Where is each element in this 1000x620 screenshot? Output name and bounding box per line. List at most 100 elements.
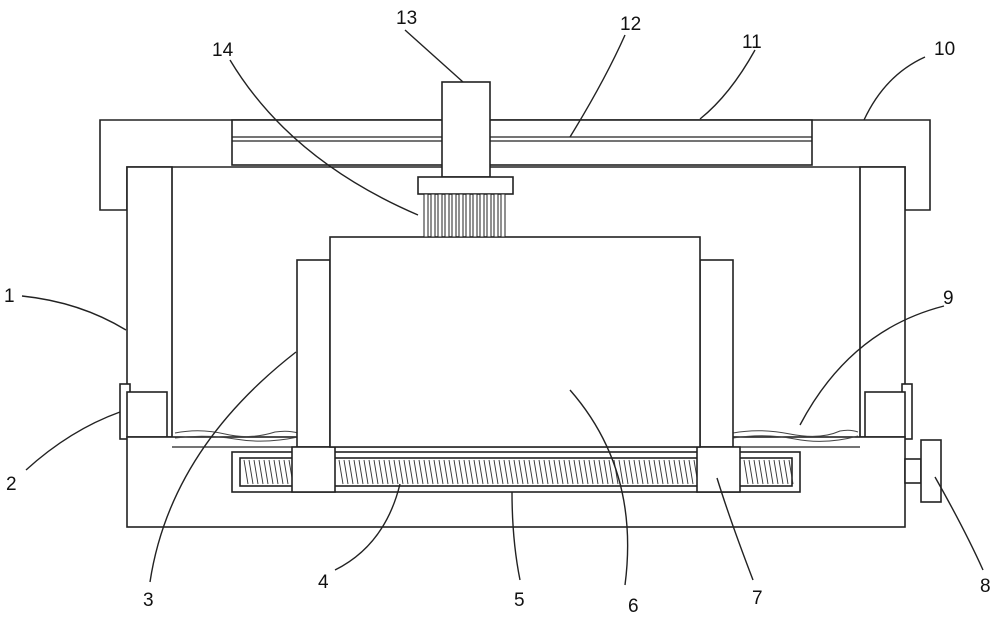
- leader-9: [799, 305, 945, 426]
- thread-line: [403, 459, 409, 485]
- thread-line: [653, 459, 659, 485]
- thread-line: [773, 459, 779, 485]
- label-1: 1: [4, 286, 15, 307]
- leader-5: [511, 491, 521, 581]
- thread-line: [548, 459, 554, 485]
- thread-line: [688, 459, 694, 485]
- leader-13: [404, 29, 464, 83]
- thread-line: [748, 459, 754, 485]
- right-jaw: [699, 259, 734, 448]
- thread-line: [283, 459, 289, 485]
- water-left: [174, 430, 299, 438]
- label-10: 10: [934, 39, 955, 60]
- thread-line: [668, 459, 674, 485]
- thread-line: [383, 459, 389, 485]
- thread-line: [658, 459, 664, 485]
- carriage: [441, 81, 491, 178]
- thread-line: [363, 459, 369, 485]
- knob: [920, 439, 942, 503]
- thread-line: [508, 459, 514, 485]
- thread-line: [593, 459, 599, 485]
- thread-line: [498, 459, 504, 485]
- leader-11: [699, 49, 756, 120]
- label-13: 13: [396, 8, 417, 29]
- thread-line: [568, 459, 574, 485]
- bristle: [423, 193, 429, 238]
- bristle: [451, 193, 457, 238]
- leader-4: [334, 483, 401, 571]
- bristle: [472, 193, 478, 238]
- thread-line: [393, 459, 399, 485]
- thread-line: [573, 459, 579, 485]
- right-clamp-inner: [864, 391, 906, 438]
- label-14: 14: [212, 40, 234, 61]
- bristle: [437, 193, 443, 238]
- leader-12: [569, 34, 626, 138]
- thread-line: [588, 459, 594, 485]
- water-left-2: [174, 435, 299, 442]
- thread-line: [248, 459, 254, 485]
- thread-line: [343, 459, 349, 485]
- thread-line: [388, 459, 394, 485]
- thread-line: [413, 459, 419, 485]
- thread-line: [533, 459, 539, 485]
- thread-line: [753, 459, 759, 485]
- thread-line: [598, 459, 604, 485]
- thread-line: [458, 459, 464, 485]
- thread-line: [423, 459, 429, 485]
- thread-line: [678, 459, 684, 485]
- thread-line: [683, 459, 689, 485]
- thread-line: [478, 459, 484, 485]
- thread-line: [618, 459, 624, 485]
- brush-holder: [417, 176, 514, 195]
- thread-line: [648, 459, 654, 485]
- left-clamp-inner: [126, 391, 168, 438]
- thread-line: [243, 459, 249, 485]
- thread-line: [433, 459, 439, 485]
- top-rail: [231, 119, 813, 166]
- thread-line: [438, 459, 444, 485]
- thread-line: [633, 459, 639, 485]
- thread-line: [348, 459, 354, 485]
- thread-line: [443, 459, 449, 485]
- thread-line: [273, 459, 279, 485]
- thread-line: [783, 459, 789, 485]
- label-3: 3: [143, 590, 154, 611]
- thread-line: [583, 459, 589, 485]
- thread-line: [603, 459, 609, 485]
- thread-line: [493, 459, 499, 485]
- thread-line: [758, 459, 764, 485]
- thread-line: [578, 459, 584, 485]
- thread-line: [623, 459, 629, 485]
- bristle: [430, 193, 436, 238]
- leader-14: [229, 59, 419, 216]
- thread-line: [663, 459, 669, 485]
- thread-line: [258, 459, 264, 485]
- thread-line: [743, 459, 749, 485]
- thread-line: [278, 459, 284, 485]
- bristle: [493, 193, 499, 238]
- label-6: 6: [628, 596, 639, 617]
- thread-line: [528, 459, 534, 485]
- leader-3: [149, 351, 297, 583]
- thread-line: [778, 459, 784, 485]
- thread-line: [253, 459, 259, 485]
- thread-line: [473, 459, 479, 485]
- thread-line: [608, 459, 614, 485]
- label-9: 9: [943, 288, 954, 309]
- thread-line: [538, 459, 544, 485]
- thread-line: [448, 459, 454, 485]
- thread-line: [503, 459, 509, 485]
- label-8: 8: [980, 576, 991, 597]
- bristle: [465, 193, 471, 238]
- bristle: [479, 193, 485, 238]
- bristle: [500, 193, 506, 238]
- thread-line: [763, 459, 769, 485]
- water-right-2: [732, 435, 859, 442]
- thread-line: [513, 459, 519, 485]
- thread-line: [563, 459, 569, 485]
- thread-line: [338, 459, 344, 485]
- knob-shaft: [904, 458, 922, 484]
- thread-line: [518, 459, 524, 485]
- leader-10: [863, 56, 926, 121]
